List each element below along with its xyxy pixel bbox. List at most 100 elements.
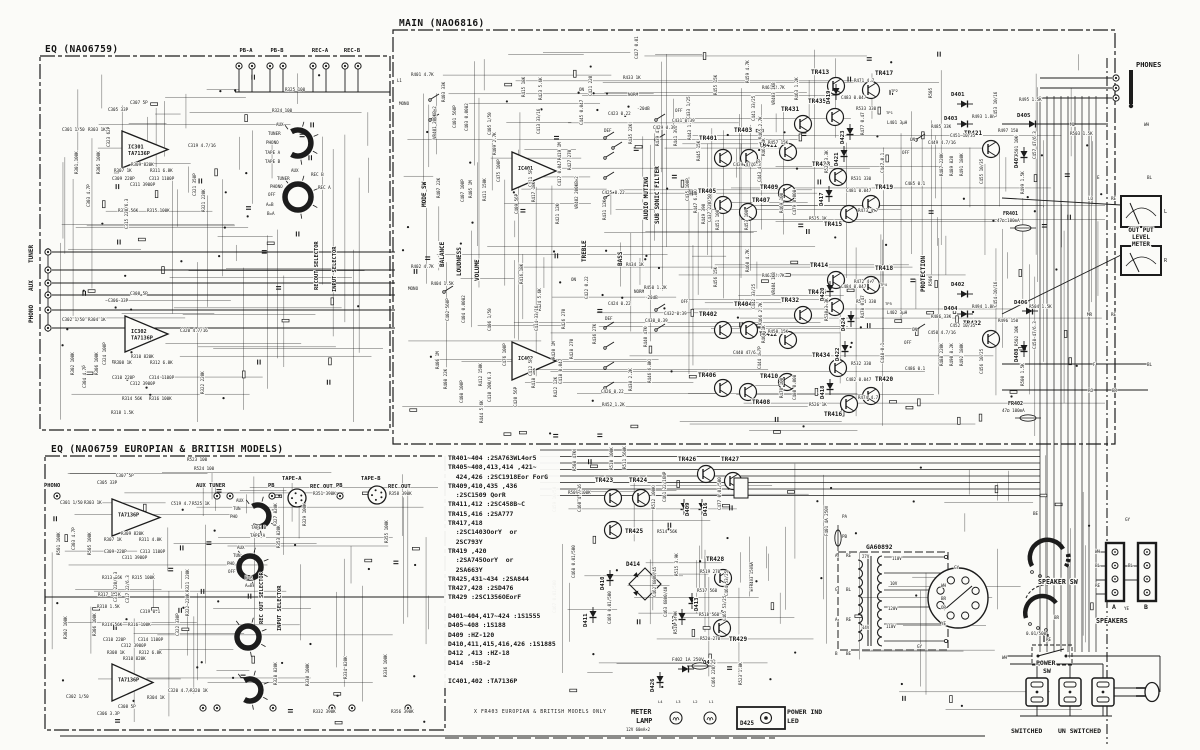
junction-dot [223,226,226,229]
transistor-emitter [987,150,997,157]
label-c425-0-22: C425 0.22 [602,190,625,195]
label-r419-1m: R419 1M [557,142,562,160]
diode-body [846,128,854,135]
switch-contact [1064,654,1068,658]
selector-contact [262,573,268,577]
terminal [1111,575,1119,583]
outlet-slot [1063,696,1077,703]
label-aux: AUX [276,122,284,127]
transistor-emitter [702,475,712,482]
voltage-selector [927,567,989,629]
terminal [1143,575,1151,583]
label-r315-100k: R315 100K [132,575,155,580]
resistor-symbol [770,602,775,611]
label-tape-a: TAPE A [250,533,266,538]
junction-dot [414,563,417,567]
label-r311-4-8k: R311 4.8K [139,537,162,542]
label-tp2: TP2 [891,88,898,93]
label-rec-b: REC-B [344,48,361,54]
junction-dot [196,666,199,669]
resistor-symbol [102,200,106,209]
transistor-TR416: TR416 [823,394,859,419]
transistor-TR423: TR423 [594,476,623,508]
label-c314-1100p: C314 1100P [138,637,164,642]
transistor-body [713,568,733,588]
junction-dot [101,222,104,225]
label-r523-1-8k: R523 1.8K [738,662,743,685]
transistor-label: TR436 [808,289,826,296]
primary-winding [857,595,864,606]
label-r304-1k: R304 1K [88,317,106,322]
junction-dot [884,243,888,247]
label-r332-390k: R332 390K [313,709,336,714]
junction-dot [61,344,64,347]
connector-pin [356,64,360,68]
selector-pin [946,576,955,585]
junction-dot [644,258,647,261]
junction-dot [281,661,284,665]
switch-contact [603,326,607,330]
junction-dot [820,577,823,580]
label-pb: PB [268,483,275,489]
label-g: G [835,587,838,592]
label-c305-33p: C305 33P [97,480,118,485]
label-10v: 10V [890,581,898,586]
label-c320-4-7-16: C320 4.7/16 [180,328,208,333]
junction-dot [246,215,249,218]
junction-dot [736,316,740,319]
label-r471-4-7: R471 4.7 [854,78,875,83]
label-c321-350p: C321 350P [192,173,197,196]
label-c486-0-1: C486 0.1 [905,366,926,371]
label-c407-100p: C407 100P [460,179,465,202]
transistor-emitter [719,206,729,213]
diode-D413 [688,593,696,609]
connector-pin [268,64,272,68]
parts-list-line: TR417,418 [448,519,483,528]
label-r306-100k: R306 100K [92,613,97,636]
label-r404-1-5k: R404 1.5K [431,281,454,286]
resistor-symbol [790,260,799,265]
transistor-TR434: TR434 [811,351,848,378]
label-c301-1-50: C301 1/50 [62,127,85,132]
label-c303-4-7p: C303 4.7P [86,184,91,207]
transistor-collector [834,360,844,367]
label-c439-47-6-3: C439 47/6.3 [733,162,761,167]
label-c453-10-16: C453 10/16 [993,91,998,117]
meter-scale [1125,207,1157,219]
label-c481-0-047: C481 0.047 [846,188,872,193]
secondary-winding [876,573,883,584]
parts-list-line: D412 ,413 :HZ-18 [448,649,510,658]
label-c302-1-50: C302 1/50 [62,317,85,322]
transistor-collector [832,272,842,279]
label-r307-1k: R307 1K [114,168,132,173]
terminal [1111,589,1119,596]
switch-contact [603,136,607,140]
opamp-body [111,498,162,537]
label-r488-220k: R488 220K [939,343,944,366]
switch-contact [611,146,615,150]
label-r304-1k: R304 1K [147,695,165,700]
label-r489-820: R489 820 [949,155,954,176]
parts-list-line: D414 :5B-2 [448,658,491,667]
label-r494-1-8k: R494 1.8K [972,304,995,309]
switch-lever [916,133,926,140]
transistor-TR432: TR432 [780,296,813,325]
junction-dot [114,306,117,309]
resistor-symbol [503,432,512,436]
label-r497-150: R497 150 [998,128,1019,133]
label-c309-220p: C309 220P [104,549,127,554]
terminal-dot [1146,551,1148,553]
switch-lever [605,361,615,368]
diode-label: D424 [841,317,847,331]
label-27v: 27V [862,554,870,559]
label-wh: WH [941,583,947,588]
outlet-slot [1063,681,1077,688]
label-on: ON [912,327,918,332]
diode-body [961,100,968,108]
label-f401-4a-250v: F401 4A 250V [824,505,829,536]
label-r533-330: R533 330 [856,106,877,111]
transistor-collector [845,206,855,213]
label-br: BR [1054,615,1060,620]
label-r527-3-3k: R527 3.3K [824,150,829,173]
